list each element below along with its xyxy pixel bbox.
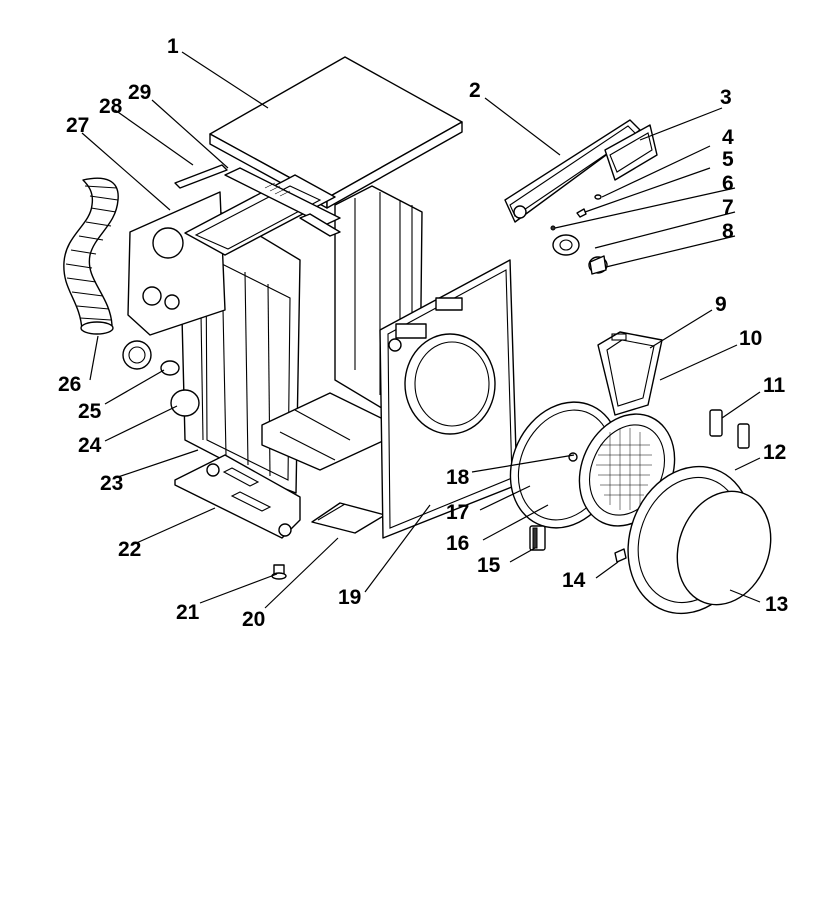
part-base-tray — [311, 502, 386, 534]
callout-8: 8 — [722, 220, 734, 243]
callout-16: 16 — [446, 532, 469, 555]
callout-labels: 1 2 3 4 5 6 7 8 9 10 11 12 13 14 15 16 1… — [58, 35, 788, 631]
callout-2: 2 — [469, 79, 481, 102]
part-door-catch — [614, 548, 627, 563]
part-lint-filter — [597, 331, 663, 416]
callout-18: 18 — [446, 466, 470, 489]
callout-10: 10 — [739, 327, 762, 350]
callout-6: 6 — [722, 172, 734, 195]
callout-20: 20 — [242, 608, 265, 631]
callout-9: 9 — [715, 293, 727, 316]
callout-19: 19 — [338, 586, 361, 609]
callout-5: 5 — [722, 148, 734, 171]
callout-25: 25 — [78, 400, 102, 423]
callout-12: 12 — [763, 441, 786, 464]
callout-14: 14 — [562, 569, 586, 592]
callout-7: 7 — [722, 196, 734, 219]
part-latch — [529, 525, 546, 551]
callout-17: 17 — [446, 501, 469, 524]
part-top-panel — [209, 56, 463, 209]
callout-13: 13 — [765, 593, 788, 616]
callout-26: 26 — [58, 373, 81, 396]
callout-29: 29 — [128, 81, 151, 104]
callout-22: 22 — [118, 538, 141, 561]
callout-11: 11 — [763, 374, 786, 397]
part-vent-ring — [122, 340, 180, 376]
leader-lines — [81, 51, 761, 609]
callout-27: 27 — [66, 114, 89, 137]
part-foot — [271, 564, 287, 580]
part-cabinet-frame — [127, 164, 423, 494]
callout-28: 28 — [99, 95, 123, 118]
part-hinge — [709, 409, 750, 449]
part-base-plate — [174, 454, 301, 539]
part-small-knob-parts — [550, 194, 608, 275]
callout-15: 15 — [477, 554, 501, 577]
callout-23: 23 — [100, 472, 123, 495]
part-vent-cap — [170, 389, 200, 417]
part-front-panel — [379, 259, 518, 539]
callout-24: 24 — [78, 434, 102, 457]
part-exhaust-hose — [63, 177, 119, 335]
callout-4: 4 — [722, 126, 734, 149]
callout-1: 1 — [167, 35, 179, 58]
part-door-glass — [676, 490, 772, 606]
callout-21: 21 — [176, 601, 200, 624]
callout-3: 3 — [720, 86, 732, 109]
